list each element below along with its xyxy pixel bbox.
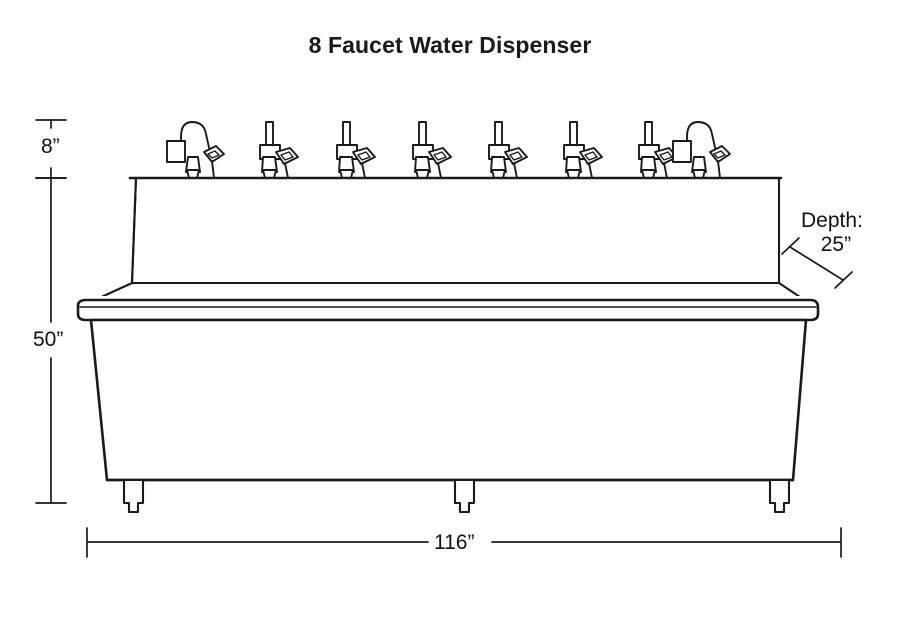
dimension-depth [781, 237, 853, 289]
faucet-handle-inner [509, 151, 523, 161]
page-title: 8 Faucet Water Dispenser [308, 32, 592, 58]
faucet-aerator-block [166, 140, 186, 163]
faucet-body-taper [640, 156, 657, 173]
faucet-body-taper [261, 156, 278, 173]
faucet-6-straight [563, 121, 603, 179]
backsplash-left-edge [130, 176, 138, 285]
dimension-overall-height [35, 177, 67, 504]
faucet-body-taper [414, 156, 431, 173]
dimension-label-backsplash-height: 8” [41, 135, 60, 158]
dimension-label-depth-value: 25” [820, 232, 852, 256]
leg-left [122, 478, 145, 514]
faucet-1-gooseneck [166, 121, 225, 179]
faucet-aerator-block [672, 140, 692, 163]
faucet-spout-arc [180, 121, 211, 158]
faucet-8-gooseneck [672, 121, 731, 179]
faucet-handle-inner [280, 151, 294, 161]
dimension-label-depth-prefix: Depth: [801, 209, 863, 232]
leg-group [122, 478, 791, 514]
faucet-handle-stem [284, 162, 289, 179]
dimension-label-overall-height: 50” [33, 328, 64, 351]
faucet-handle-inner [207, 150, 220, 159]
faucet-spout-arc [686, 121, 717, 158]
faucet-body-taper [691, 156, 707, 173]
faucet-body-taper [490, 156, 507, 173]
leg-center [453, 478, 476, 514]
dim-tick-lower-right [834, 271, 853, 289]
faucet-handle-stem [211, 160, 215, 179]
dim-line-diagonal [789, 246, 844, 281]
backsplash-panel [130, 176, 781, 285]
faucet-handle-inner [584, 151, 598, 161]
cabinet-body [89, 318, 808, 482]
faucet-3-straight [336, 121, 376, 179]
faucet-handle-inner [357, 151, 371, 161]
dimension-label-overall-width: 116” [434, 531, 475, 554]
faucet-handle-inner [659, 151, 673, 161]
faucet-body-taper [185, 156, 201, 173]
faucet-handle-stem [513, 162, 518, 179]
faucet-5-straight [488, 121, 528, 179]
leg-right [768, 478, 791, 514]
faucet-body-taper [338, 156, 355, 173]
faucet-handle-inner [433, 151, 447, 161]
faucet-handle-stem [717, 160, 721, 179]
countertop-front-edge [76, 298, 820, 322]
dimension-label-depth: Depth: 25” [801, 209, 863, 256]
faucet-handle-stem [663, 162, 668, 179]
faucet-handle-inner [713, 150, 726, 159]
faucet-2-straight [259, 121, 299, 179]
faucet-7-straight [638, 121, 678, 179]
faucet-4-straight [412, 121, 452, 179]
dimension-overall-width [86, 527, 842, 558]
dim-tick-upper-left [781, 237, 800, 255]
faucet-body-taper [565, 156, 582, 173]
faucet-handle-stem [437, 162, 442, 179]
faucet-handle-stem [588, 162, 593, 179]
faucet-handle-stem [361, 162, 366, 179]
